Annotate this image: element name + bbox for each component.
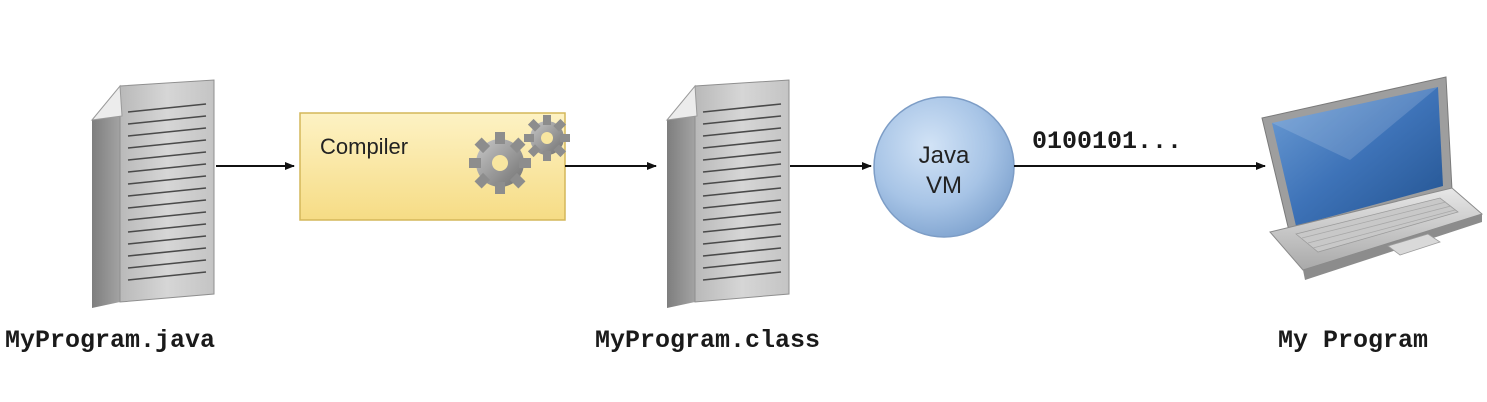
compiler-label: Compiler: [320, 134, 408, 159]
jvm-label-line1: Java: [919, 142, 970, 169]
gears-icon: [469, 115, 570, 194]
java-vm-node: Java VM: [873, 96, 1015, 238]
laptop-icon: [1261, 76, 1484, 280]
class-file-label: MyProgram.class: [595, 326, 820, 355]
jvm-label-line2: VM: [926, 172, 962, 199]
source-document-icon: [90, 79, 215, 308]
source-file-label: MyProgram.java: [5, 326, 215, 355]
compiler-box: Compiler: [299, 112, 570, 221]
program-label: My Program: [1278, 326, 1428, 355]
class-document-icon: [665, 79, 790, 308]
binary-output-label: 0100101...: [1032, 127, 1182, 156]
